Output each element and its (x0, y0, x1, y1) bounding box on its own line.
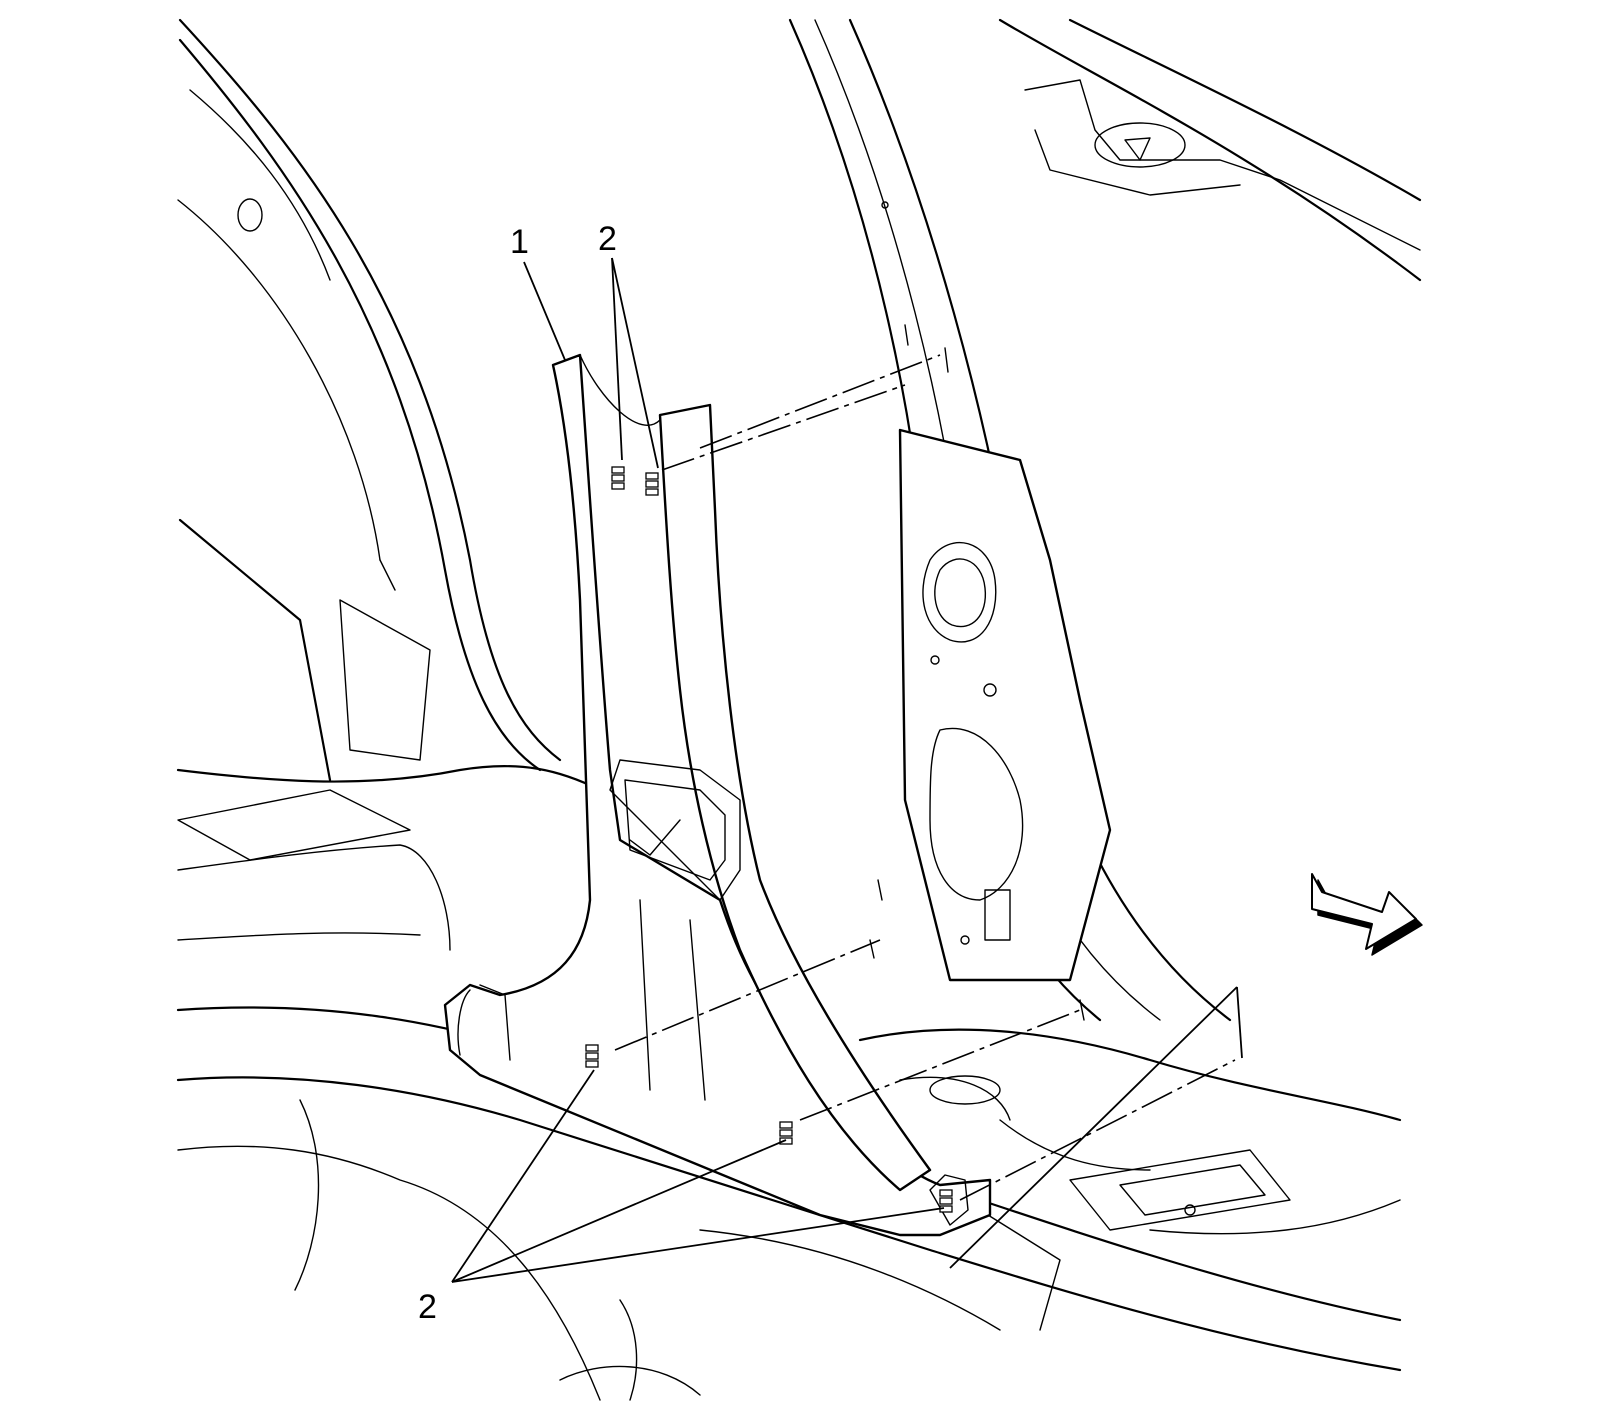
clip-icon (939, 1189, 953, 1213)
callout-part-1: 1 (510, 223, 529, 261)
clip-icon (645, 472, 659, 496)
clip-icon (585, 1044, 599, 1068)
b-pillar-structure (788, 18, 1232, 1022)
direction-arrow-icon (1311, 873, 1423, 956)
clip-icon (779, 1121, 793, 1145)
leader-lines (451, 257, 1243, 1283)
installation-lines (614, 354, 1236, 1201)
left-body-structure (176, 18, 602, 951)
b-pillar-lower-trim-panel (443, 353, 992, 1237)
clip-icon (611, 466, 625, 490)
callout-part-2-bottom: 2 (418, 1288, 437, 1326)
callout-part-2-top: 2 (598, 220, 617, 258)
right-floor-pan (858, 1028, 1402, 1235)
roof-structure (998, 18, 1422, 282)
